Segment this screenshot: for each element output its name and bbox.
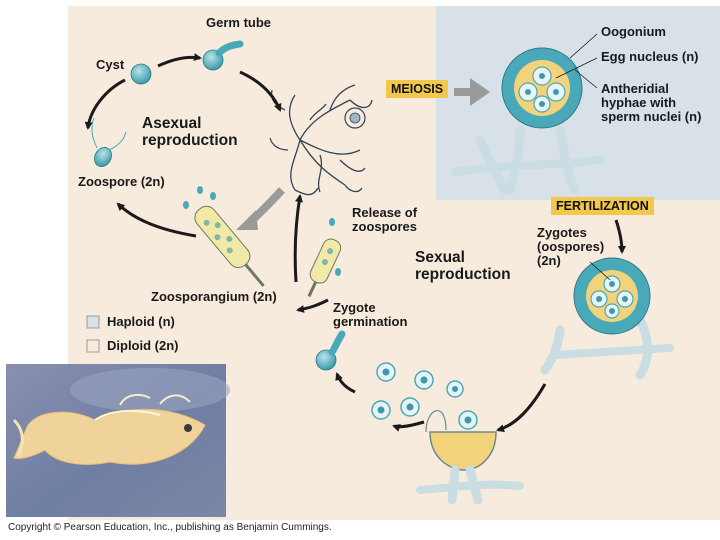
arrow-cyst-to-germ [157, 53, 202, 68]
zoospore-cell [94, 147, 112, 167]
cyst-cell [130, 63, 152, 85]
oogonium-top [451, 47, 604, 195]
cyst-label: Cyst [96, 57, 125, 72]
opened-oogonium [416, 410, 524, 505]
sexual-reproduction-label: Sexual reproduction [415, 249, 511, 283]
zoospore-flagellum [108, 131, 127, 151]
zoosporangium-right [307, 238, 342, 298]
arrow-fertilization [614, 219, 626, 254]
zoosporangium-label: Zoosporangium (2n) [151, 289, 277, 304]
arrow-zoospore-to-cyst [84, 78, 126, 130]
germ-tube [215, 40, 244, 57]
meiosis-box: MEIOSIS [386, 80, 449, 98]
arrow-sporangium-to-zoospore [116, 202, 197, 238]
arrow-germ-to-mycelium [239, 70, 282, 112]
arrow-to-oospores [392, 420, 425, 432]
haploid-swatch [86, 315, 100, 329]
haploid-legend-label: Haploid (n) [107, 314, 175, 329]
arrow-up-to-mycelium [293, 194, 303, 283]
released-zoospores-left [183, 186, 216, 209]
arrow-zygotes-to-bottom [496, 383, 547, 433]
egg-nucleus-label: Egg nucleus (n) [601, 49, 699, 64]
release-of-zoospores-label: Release of zoospores [352, 205, 418, 235]
zoospore-flagellum [91, 117, 98, 149]
cycle-arrows [84, 53, 626, 433]
fertilization-box: FERTILIZATION [551, 197, 654, 215]
zygote-germination-label: Zygote germination [333, 300, 408, 330]
gray-arrow-head [236, 210, 258, 230]
zoosporangium-left [194, 205, 265, 287]
diploid-swatch [86, 339, 100, 353]
zygotes-oogonium [540, 257, 674, 380]
mycelium [269, 84, 373, 196]
fish-eye [184, 424, 192, 432]
zygote-germ-tube [328, 330, 346, 356]
copyright-text: Copyright © Pearson Education, Inc., pub… [8, 522, 332, 533]
arrow-to-zygote-germination [335, 372, 356, 394]
asexual-reproduction-label: Asexual reproduction [142, 115, 238, 149]
meiosis-arrow [454, 78, 490, 106]
oogonium-label: Oogonium [601, 24, 666, 39]
zygotes-label: Zygotes (oospores) (2n) [537, 225, 605, 269]
germ-tube-label: Germ tube [206, 15, 272, 30]
mycelium-oospore [349, 112, 361, 124]
meiosis-label: MEIOSIS [391, 82, 444, 96]
fertilization-label: FERTILIZATION [556, 199, 649, 213]
zoospore-label: Zoospore (2n) [78, 174, 165, 189]
antheridial-label: Antheridial hyphae with sperm nuclei (n) [601, 81, 702, 125]
process-arrows [236, 78, 490, 230]
diploid-legend-label: Diploid (2n) [107, 338, 179, 353]
arrow-zygote-to-sporangium [296, 298, 329, 313]
leader-lines [555, 33, 611, 281]
released-zoospores-right [329, 218, 341, 276]
mycelium-oogonium [344, 107, 366, 129]
fish-photo [6, 364, 230, 517]
oospores-released [371, 362, 478, 430]
